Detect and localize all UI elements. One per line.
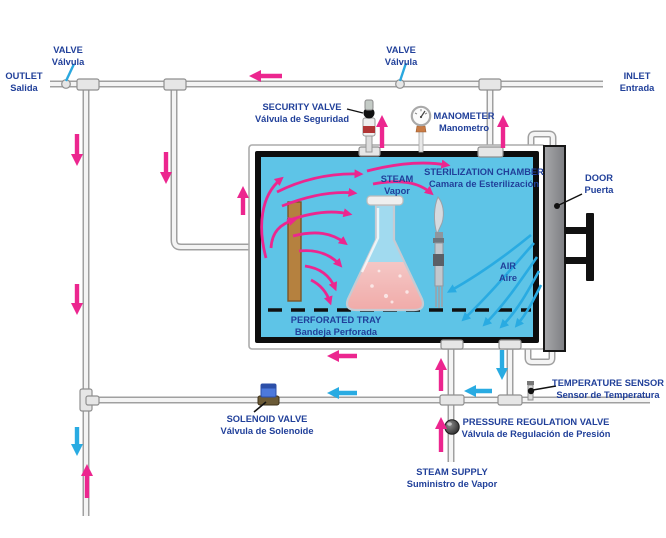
label-temperature-sensor-es: Sensor de Temperatura (556, 390, 660, 401)
label-sterilization-chamber: STERILIZATION CHAMBER Camara de Esterili… (424, 166, 544, 190)
label-security-valve: SECURITY VALVE Válvula de Seguridad (255, 101, 349, 125)
label-inlet-es: Entrada (619, 83, 655, 94)
label-pressure-regulation-valve-en: PRESSURE REGULATION VALVE (462, 417, 610, 427)
security-valve-pointer (346, 108, 364, 114)
label-pressure-regulation-valve-es: Válvula de Regulación de Presión (461, 429, 611, 440)
label-perforated-tray-en: PERFORATED TRAY (290, 315, 382, 325)
label-valve-right: VALVE Válvula (385, 44, 418, 68)
label-air: AIR Aire (499, 260, 517, 284)
tee-fitting (85, 395, 100, 406)
label-temperature-sensor-en: TEMPERATURE SENSOR (552, 378, 664, 388)
valve-right-pointer (398, 62, 408, 82)
label-valve-right-en: VALVE (386, 45, 416, 55)
label-sterilization-chamber-en: STERILIZATION CHAMBER (424, 167, 544, 177)
door-handle (586, 213, 594, 281)
pressure-regulation-valve-device (444, 419, 460, 435)
valve-left-pointer (64, 63, 76, 82)
label-valve-left-es: Válvula (51, 57, 85, 68)
solenoid-valve-pointer (253, 401, 267, 413)
tee-fitting (163, 78, 187, 91)
label-outlet: OUTLET Salida (5, 70, 42, 94)
erlenmeyer-flask (345, 195, 425, 312)
label-perforated-tray-es: Bandeja Perforada (294, 327, 378, 338)
air-displacement-arrows (446, 233, 543, 329)
scalpel (433, 196, 444, 308)
label-door-en: DOOR (585, 173, 613, 183)
steam-circulation-arrows (260, 159, 451, 306)
label-security-valve-es: Válvula de Seguridad (254, 114, 350, 125)
label-manometer-es: Manometro (438, 123, 490, 134)
temperature-sensor-pointer (532, 385, 557, 391)
label-solenoid-valve: SOLENOID VALVE Válvula de Solenoide (221, 413, 314, 437)
door-hinge-bar (565, 227, 589, 234)
chamber-door (543, 145, 594, 352)
solenoid-valve-device (257, 383, 280, 406)
label-solenoid-valve-es: Válvula de Solenoide (220, 426, 314, 437)
tee-fitting (76, 78, 100, 91)
callout-lines (64, 62, 583, 413)
label-steam-es: Vapor (384, 186, 410, 197)
label-steam: STEAM Vapor (381, 173, 414, 197)
door-pointer (558, 193, 583, 206)
label-valve-right-es: Válvula (384, 57, 418, 68)
label-manometer: MANOMETER Manometro (434, 110, 495, 134)
label-temperature-sensor: TEMPERATURE SENSOR Sensor de Temperatura (552, 377, 664, 401)
flow-arrows (71, 70, 509, 498)
label-steam-supply-es: Suministro de Vapor (406, 479, 498, 490)
pipe-fittings (61, 78, 523, 412)
label-outlet-es: Salida (10, 83, 38, 94)
label-perforated-tray: PERFORATED TRAY Bandeja Perforada (291, 314, 381, 338)
cross-fitting (439, 394, 465, 406)
label-manometer-en: MANOMETER (433, 111, 495, 121)
label-door: DOOR Puerta (585, 172, 614, 196)
door-hinge-bar (565, 257, 589, 264)
label-solenoid-valve-en: SOLENOID VALVE (226, 414, 308, 424)
label-pressure-regulation-valve: PRESSURE REGULATION VALVE Válvula de Reg… (462, 416, 611, 440)
label-sterilization-chamber-es: Camara de Esterilización (428, 179, 540, 190)
tee-fitting (497, 394, 523, 406)
label-steam-en: STEAM (380, 174, 414, 184)
chamber-contents (268, 195, 531, 312)
label-inlet-en: INLET (623, 71, 651, 81)
label-valve-left-en: VALVE (53, 45, 83, 55)
label-inlet: INLET Entrada (620, 70, 655, 94)
label-steam-supply: STEAM SUPPLY Suministro de Vapor (407, 466, 497, 490)
label-door-es: Puerta (584, 185, 614, 196)
label-air-es: Aire (498, 273, 518, 284)
label-security-valve-en: SECURITY VALVE (262, 102, 342, 112)
label-air-en: AIR (499, 261, 516, 271)
label-outlet-en: OUTLET (5, 71, 43, 81)
tee-fitting (478, 78, 502, 91)
security-valve-device (362, 99, 376, 153)
label-valve-left: VALVE Válvula (52, 44, 85, 68)
manometer-device (410, 105, 432, 153)
label-steam-supply-en: STEAM SUPPLY (416, 467, 488, 477)
